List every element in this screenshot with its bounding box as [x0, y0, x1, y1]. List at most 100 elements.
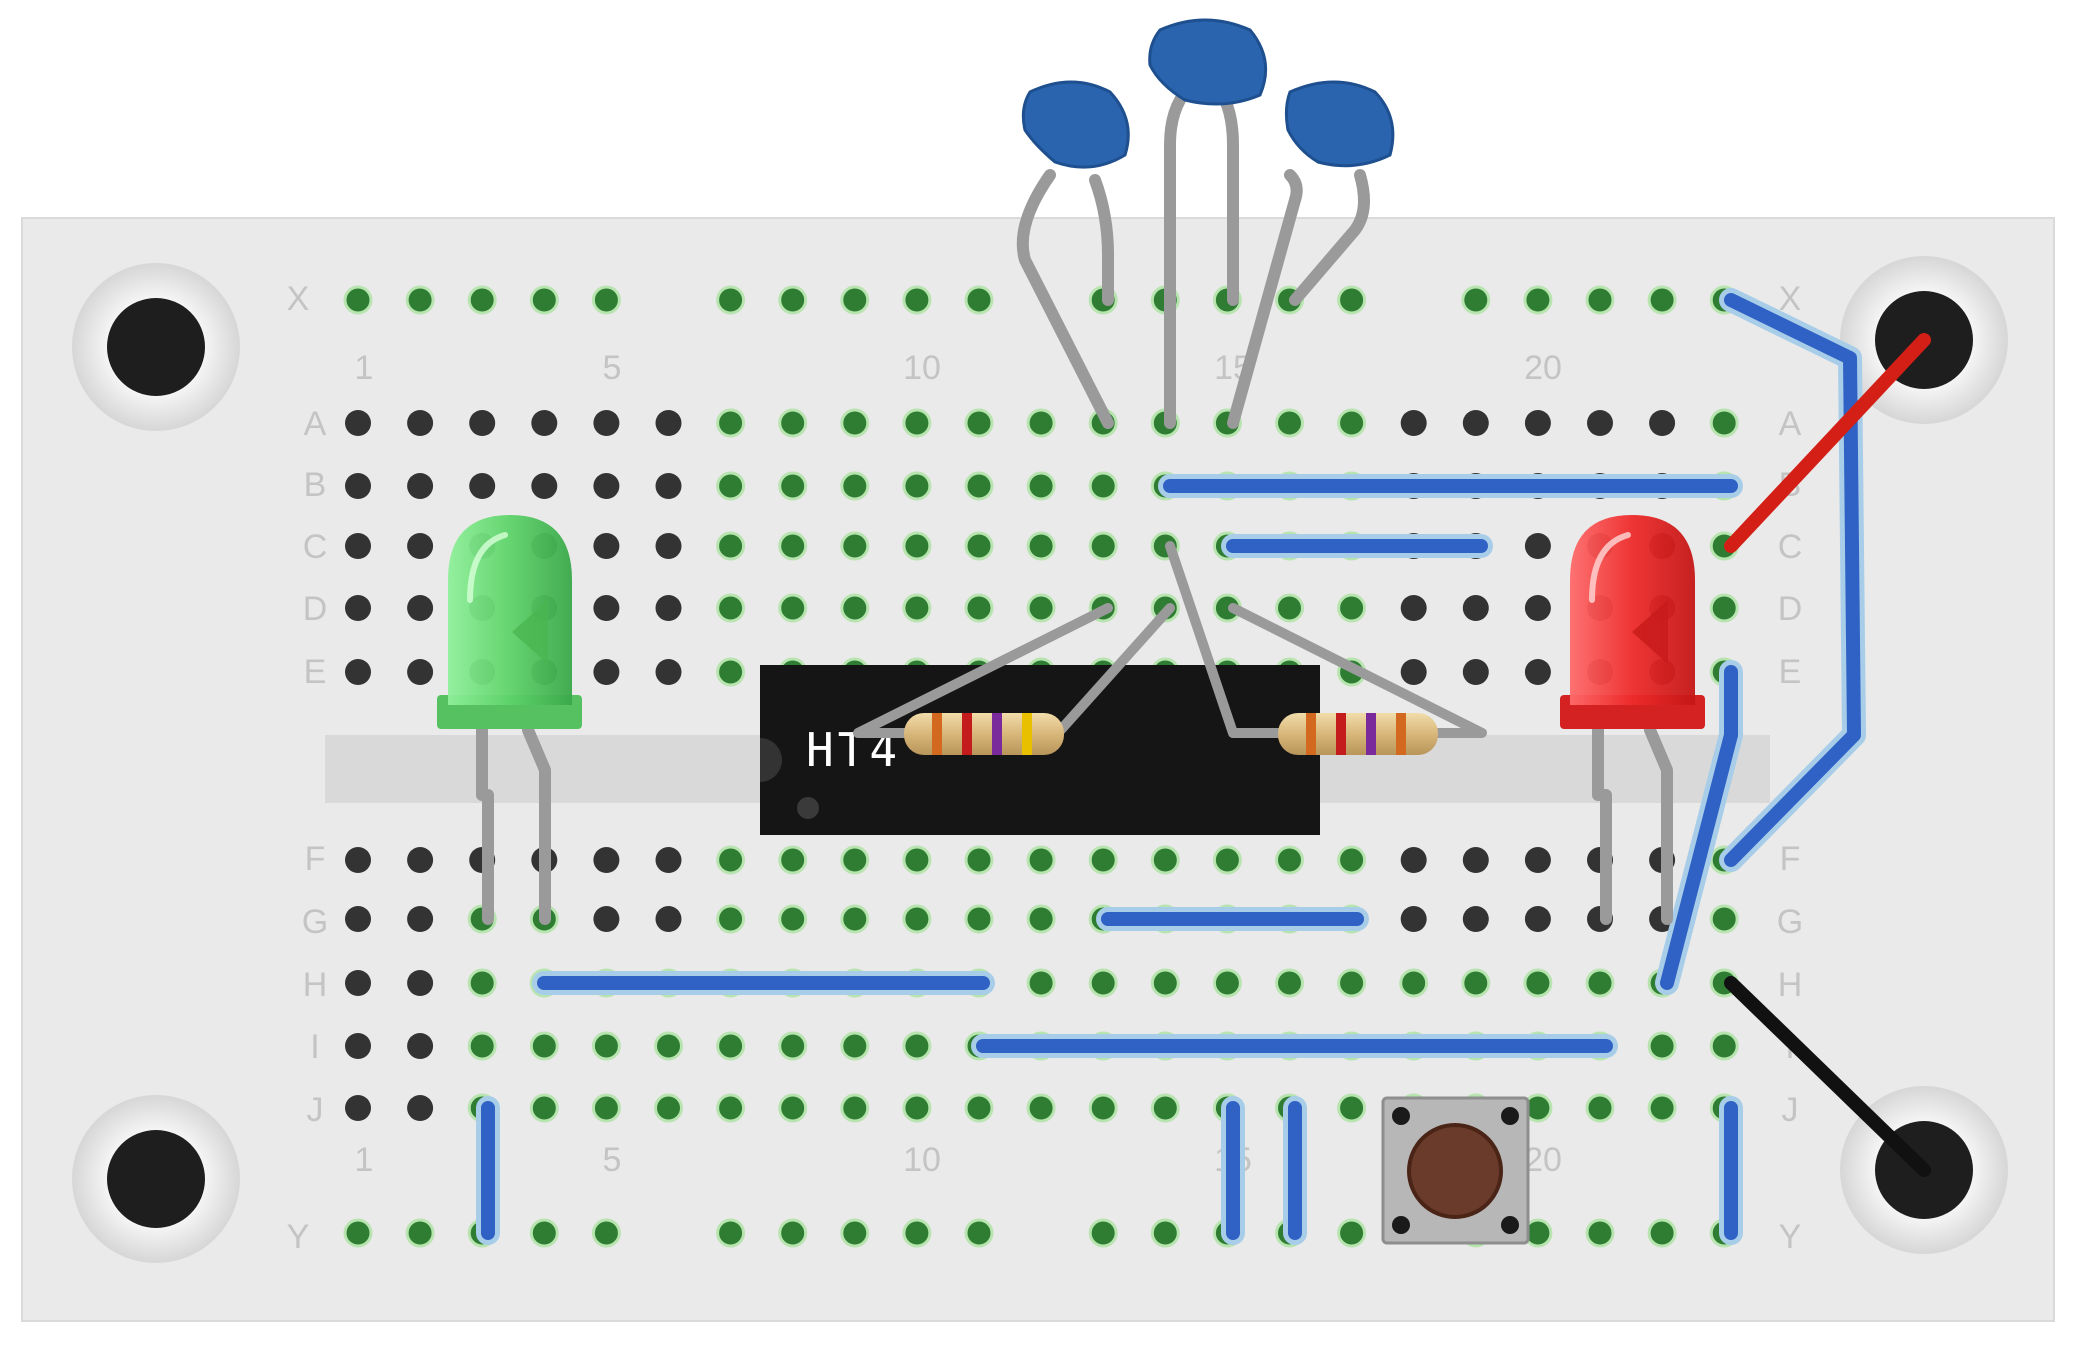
col-number-1-bottom: 1	[355, 1141, 374, 1179]
breadboard-hole	[1709, 593, 1739, 623]
breadboard-hole	[716, 657, 746, 687]
breadboard-hole	[531, 473, 558, 499]
col-number-5-top: 5	[603, 349, 622, 387]
power-rail-hole	[1523, 285, 1553, 315]
power-rail-hole	[778, 1218, 808, 1248]
breadboard-hole	[840, 593, 870, 623]
power-rail-hole	[1585, 285, 1615, 315]
breadboard-hole	[1400, 659, 1427, 685]
breadboard-hole	[716, 531, 746, 561]
wire-black	[1724, 976, 1931, 1177]
breadboard-hole	[1524, 906, 1551, 932]
breadboard-hole	[345, 1033, 371, 1059]
resistor-2[interactable]	[1165, 541, 1487, 755]
breadboard-hole	[1150, 845, 1180, 875]
breadboard-hole	[716, 845, 746, 875]
breadboard-hole	[1088, 968, 1118, 998]
breadboard-hole	[1275, 408, 1304, 438]
row-labels-left: X A B C D E F G H I J Y	[287, 280, 329, 1256]
breadboard-hole	[902, 531, 932, 561]
breadboard-hole	[1150, 1093, 1180, 1123]
breadboard-hole	[655, 595, 682, 621]
breadboard-hole	[593, 410, 620, 436]
breadboard-hole	[902, 904, 932, 934]
breadboard-hole	[1462, 906, 1489, 932]
wire-red	[1724, 333, 1931, 553]
green-led[interactable]	[437, 515, 582, 925]
breadboard-hole	[964, 471, 994, 501]
breadboard-hole	[467, 968, 497, 998]
breadboard-hole	[1585, 1093, 1615, 1123]
breadboard-hole	[964, 904, 994, 934]
breadboard-hole	[1461, 968, 1491, 998]
wire-blue-e-to-h	[1660, 728, 1738, 990]
breadboard-hole	[529, 1031, 559, 1061]
breadboard-hole	[1400, 906, 1427, 932]
breadboard-hole	[1524, 410, 1551, 436]
power-rail-hole	[716, 1218, 746, 1248]
breadboard-hole	[655, 533, 682, 559]
breadboard-hole	[778, 531, 808, 561]
breadboard-hole	[778, 845, 808, 875]
power-rail-hole	[1647, 1218, 1677, 1248]
ceramic-capacitor-2[interactable]	[1148, 18, 1268, 429]
row-label-g-right: G	[1777, 903, 1803, 941]
breadboard-hole	[655, 473, 682, 499]
ceramic-capacitor-3[interactable]	[1227, 80, 1395, 429]
breadboard-hole	[407, 906, 434, 932]
breadboard-hole	[1088, 1093, 1118, 1123]
row-label-c-right: C	[1778, 528, 1803, 566]
breadboard-hole	[1337, 968, 1367, 998]
power-rail-hole	[1337, 1218, 1367, 1248]
col-number-10-top: 10	[903, 349, 941, 387]
breadboard-hole	[1462, 847, 1489, 873]
breadboard-hole	[654, 1093, 683, 1123]
breadboard-hole	[1647, 1093, 1677, 1123]
breadboard-hole	[407, 595, 434, 621]
row-label-c-left: C	[303, 528, 328, 566]
row-label-a-right: A	[1779, 405, 1802, 443]
row-label-x-left: X	[287, 280, 310, 318]
breadboard-hole	[840, 1031, 870, 1061]
row-label-b-left: B	[304, 466, 327, 504]
row-label-y-right: Y	[1779, 1218, 1802, 1256]
breadboard-hole	[1524, 595, 1551, 621]
breadboard-hole	[467, 1031, 497, 1061]
breadboard-hole	[345, 473, 371, 499]
breadboard-hole	[593, 473, 620, 499]
row-label-y-left: Y	[287, 1218, 310, 1256]
breadboard-hole	[778, 1031, 808, 1061]
push-button-cap[interactable]	[1407, 1123, 1503, 1219]
breadboard-hole	[345, 847, 371, 873]
power-rail-hole	[964, 1218, 994, 1248]
breadboard-hole	[469, 410, 496, 436]
breadboard-hole	[964, 1093, 994, 1123]
breadboard-hole	[778, 1093, 808, 1123]
breadboard-hole	[1709, 904, 1739, 934]
breadboard-hole	[407, 1033, 434, 1059]
row-label-g-left: G	[302, 903, 328, 941]
breadboard-hole	[840, 1093, 870, 1123]
power-rail-hole	[964, 285, 994, 315]
push-button[interactable]	[1381, 1096, 1530, 1245]
power-rail-hole	[1088, 1218, 1118, 1248]
breadboard-hole	[1337, 593, 1367, 623]
breadboard-hole	[1026, 904, 1056, 934]
row-label-f-left: F	[305, 840, 326, 878]
breadboard-hole	[902, 593, 932, 623]
resistor-1[interactable]	[853, 603, 1175, 755]
power-rail-hole	[1647, 285, 1677, 315]
red-led[interactable]	[1560, 515, 1705, 925]
breadboard-hole	[840, 531, 870, 561]
col-number-20-bottom: 20	[1524, 1141, 1562, 1179]
breadboard-hole	[407, 410, 434, 436]
breadboard-hole	[840, 904, 870, 934]
ceramic-capacitor-1[interactable]	[1016, 80, 1130, 429]
breadboard-hole	[902, 408, 932, 438]
power-rail-hole	[1337, 285, 1367, 315]
power-rail-hole	[1585, 1218, 1615, 1248]
power-rail-hole	[778, 285, 808, 315]
breadboard-hole	[655, 659, 682, 685]
row-label-d-right: D	[1778, 590, 1803, 628]
breadboard-hole	[1400, 410, 1427, 436]
